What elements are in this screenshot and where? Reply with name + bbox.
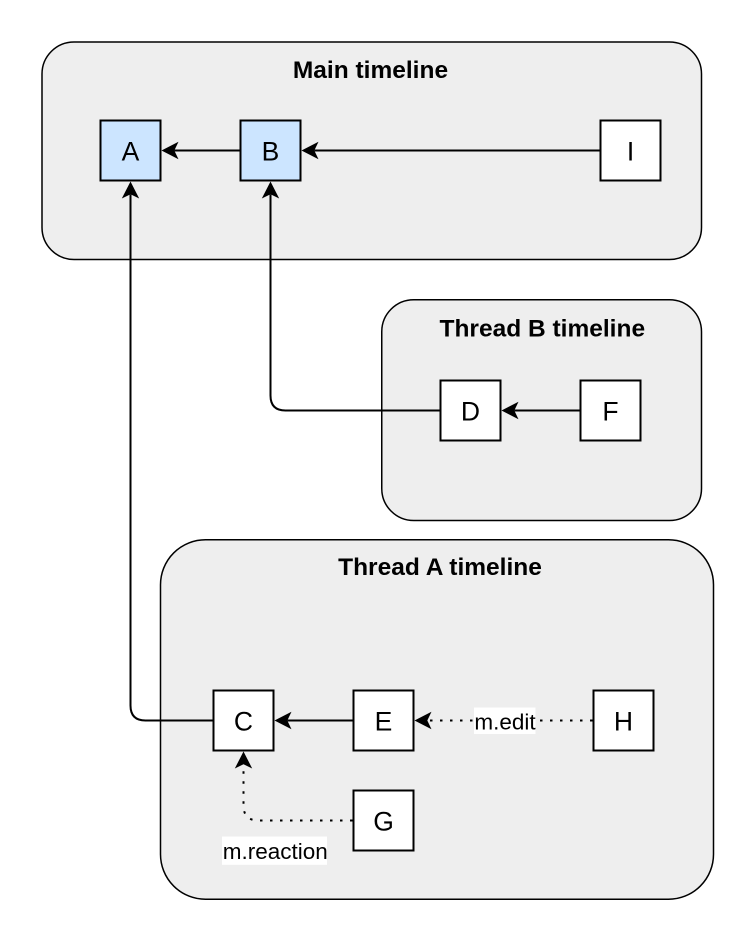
svg-text:C: C [234, 707, 253, 737]
svg-text:I: I [627, 137, 634, 167]
svg-text:E: E [375, 707, 393, 737]
svg-text:A: A [122, 137, 140, 167]
svg-text:m.reaction: m.reaction [223, 839, 328, 864]
svg-text:H: H [614, 707, 633, 737]
svg-text:D: D [461, 397, 480, 427]
svg-text:Thread A timeline: Thread A timeline [338, 554, 542, 581]
svg-text:F: F [602, 397, 618, 427]
svg-text:Main timeline: Main timeline [293, 57, 448, 84]
svg-text:G: G [373, 807, 394, 837]
svg-text:Thread B timeline: Thread B timeline [440, 315, 646, 342]
svg-text:B: B [262, 137, 280, 167]
svg-text:m.edit: m.edit [474, 709, 536, 734]
